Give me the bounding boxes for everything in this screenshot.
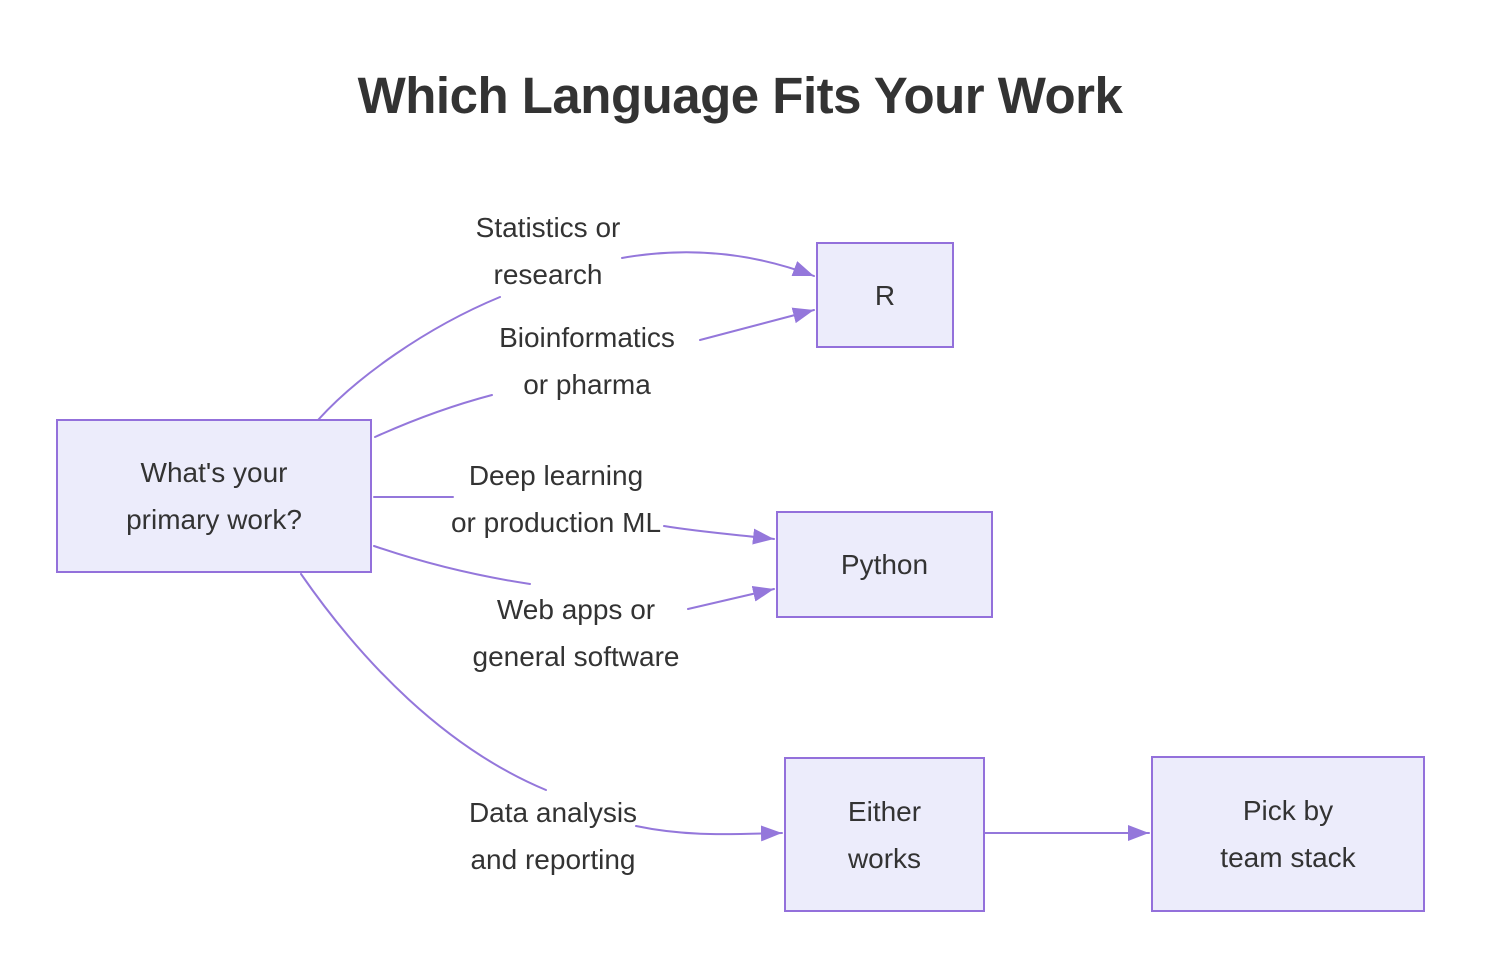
node-label-line: What's your <box>140 457 288 488</box>
node-label-line: works <box>847 842 922 874</box>
edge-data-analysis-to-either <box>635 825 783 842</box>
edge-label-bioinformatics-or-pharma: Bioinformatics or pharma <box>499 314 675 408</box>
node-either-works: Either works <box>784 757 985 912</box>
edge-label-web-apps-or-general-software: Web apps or general software <box>472 586 679 680</box>
diagram-title: Which Language Fits Your Work <box>357 67 1123 124</box>
edge-label-deep-learning-or-production-ml: Deep learning or production ML <box>451 452 661 546</box>
edge-web-apps-from-root <box>373 545 531 585</box>
edge-label-line: Deep learning <box>468 460 644 491</box>
node-r: R <box>816 242 954 348</box>
edge-label-line: general software <box>472 641 680 672</box>
edge-label-line: or pharma <box>523 369 651 400</box>
edge-label-line: research <box>493 259 603 290</box>
edge-label-line: Data analysis <box>468 797 638 828</box>
node-label-line: primary work? <box>126 504 302 535</box>
edge-deep-learning-to-python <box>663 525 775 545</box>
node-primary-work-question: What's your primary work? <box>56 419 372 573</box>
node-label-line: team stack <box>1220 842 1356 873</box>
edge-label-statistics-or-research: Statistics or research <box>476 204 621 298</box>
edge-data-analysis-from-root <box>300 573 547 791</box>
edge-label-data-analysis-and-reporting: Data analysis and reporting <box>469 789 637 883</box>
node-python: Python <box>776 511 993 618</box>
edge-label-line: or production ML <box>450 507 662 538</box>
edge-statistics-from-root <box>317 296 501 421</box>
edge-bioinformatics-from-root <box>374 394 493 438</box>
edge-web-apps-to-python <box>687 585 775 610</box>
node-pick-by-team-stack: Pick by team stack <box>1151 756 1425 912</box>
edge-label-line: Web apps or <box>496 594 656 625</box>
node-label-line: R <box>874 279 896 311</box>
node-label-line: Either <box>847 795 922 827</box>
edge-label-line: Bioinformatics <box>499 322 675 353</box>
node-label-line: Pick by <box>1242 795 1334 826</box>
edge-label-line: and reporting <box>470 844 636 875</box>
edge-label-line: Statistics or <box>475 212 621 243</box>
edge-statistics-to-r <box>621 251 815 277</box>
edge-bioinformatics-to-r <box>699 307 815 341</box>
node-label-line: Python <box>840 549 929 580</box>
